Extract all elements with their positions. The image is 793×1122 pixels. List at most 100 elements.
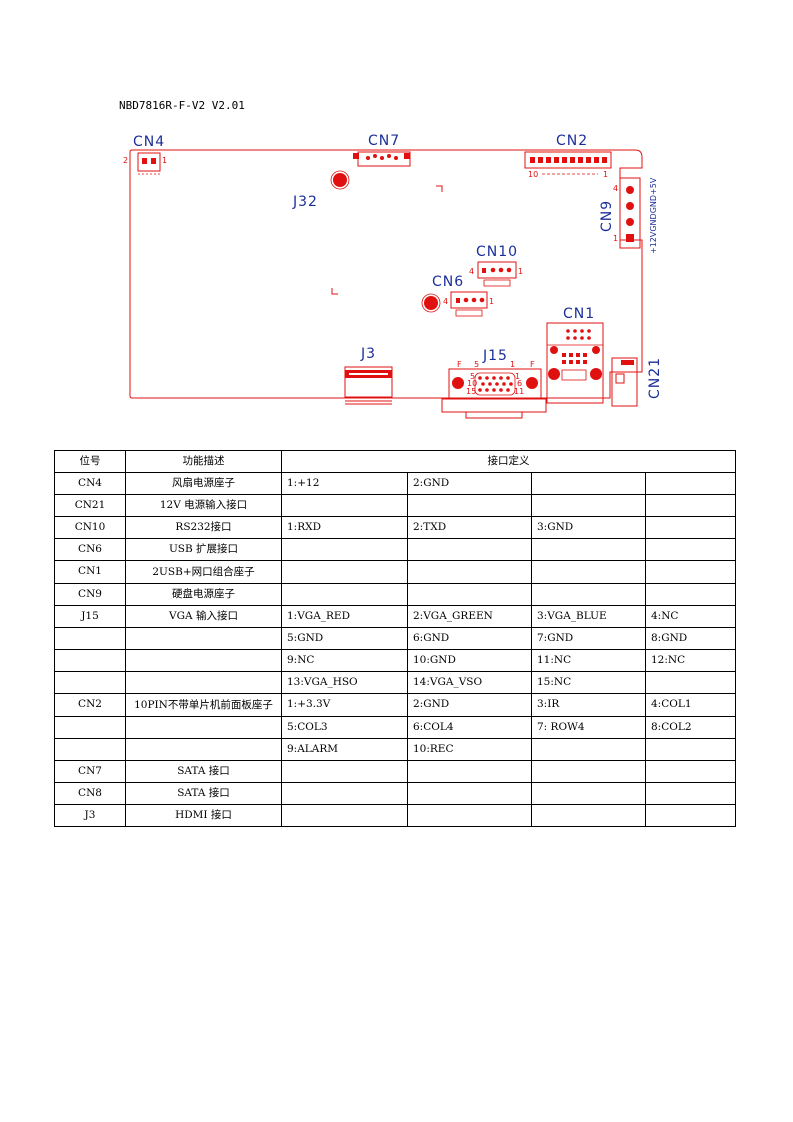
cn7-connector [353,151,411,167]
header-function: 功能描述 [125,450,282,473]
pin-j15-11: 11 [514,387,524,396]
table-cell: 8:COL2 [645,716,736,739]
corner-mark-bottom [331,288,338,295]
pin-j15-5: 5 [470,372,475,381]
table-cell: RS232接口 [125,516,282,539]
table-cell [645,472,736,495]
pin-cn10-left: 4 [469,267,474,276]
table-cell: 9:ALARM [281,738,408,761]
pin-cn4-right: 1 [162,156,167,165]
table-cell [645,560,736,584]
label-cn7: CN7 [368,133,400,149]
cn2-connector [524,151,612,175]
table-cell [645,782,736,805]
table-cell: 12:NC [645,649,736,672]
table-cell: 9:NC [281,649,408,672]
table-cell: 1:RXD [281,516,408,539]
label-cn2: CN2 [556,133,588,149]
table-cell: 13:VGA_HSO [281,671,408,694]
cn6-connector [421,291,488,317]
table-cell [531,494,646,517]
table-cell: 3:VGA_BLUE [531,605,646,628]
cn10-connector [477,261,517,287]
table-cell: J3 [54,804,126,827]
corner-mark-top [436,185,443,192]
table-cell [125,738,282,761]
table-cell [125,627,282,650]
table-cell: CN4 [54,472,126,495]
table-cell: 风扇电源座子 [125,472,282,495]
table-cell: CN8 [54,782,126,805]
table-cell [54,738,126,761]
table-cell: 10:GND [407,649,532,672]
table-cell [531,738,646,761]
pin-j15-1: 1 [515,372,520,381]
table-cell [407,583,532,606]
table-cell: 4:NC [645,605,736,628]
table-cell: 15:NC [531,671,646,694]
pin-cn6-left: 4 [443,297,448,306]
header-position: 位号 [54,450,126,473]
board-layout-diagram: CN4 2 1 CN7 CN2 10 1 J32 [123,133,663,419]
table-cell [125,649,282,672]
table-cell: CN9 [54,583,126,606]
table-cell: SATA 接口 [125,760,282,783]
pin-cn2-right: 1 [603,170,608,179]
pin-cn9-bottom: 1 [613,234,618,243]
table-cell [645,671,736,694]
table-cell [645,516,736,539]
table-cell: VGA 输入接口 [125,605,282,628]
table-cell: 4:COL1 [645,693,736,717]
table-cell: 7: ROW4 [531,716,646,739]
pin-j15-f-left: F [457,360,462,369]
label-cn6: CN6 [432,274,464,290]
document-title: NBD7816R-F-V2 V2.01 [119,99,245,112]
table-cell [531,804,646,827]
cn9-connector [619,177,641,249]
pin-j15-10: 10 [467,379,477,388]
cn21-connector [611,357,638,407]
j32-component [330,170,350,190]
table-cell: 5:COL3 [281,716,408,739]
table-cell [531,782,646,805]
table-cell: CN1 [54,560,126,584]
table-cell: 10:REC [407,738,532,761]
table-cell: 2:VGA_GREEN [407,605,532,628]
table-cell: USB 扩展接口 [125,538,282,561]
table-cell [407,782,532,805]
table-header-row: 位号 功能描述 接口定义 [54,450,736,473]
pin-j15-5-top: 5 [474,360,479,369]
table-cell [407,760,532,783]
pin-cn4-left: 2 [123,156,128,165]
table-cell [125,716,282,739]
table-cell [407,804,532,827]
table-cell [281,538,408,561]
table-cell [281,804,408,827]
cn9-power-label: +12VGNDGND+5V [649,177,658,254]
table-cell [54,671,126,694]
table-cell [645,760,736,783]
table-cell [281,583,408,606]
table-cell: CN7 [54,760,126,783]
label-cn9: CN9 [599,200,615,232]
table-cell: 2:GND [407,472,532,495]
table-cell [531,583,646,606]
table-cell [645,538,736,561]
table-cell [645,738,736,761]
board-outline [129,149,643,399]
table-cell: CN2 [54,693,126,717]
